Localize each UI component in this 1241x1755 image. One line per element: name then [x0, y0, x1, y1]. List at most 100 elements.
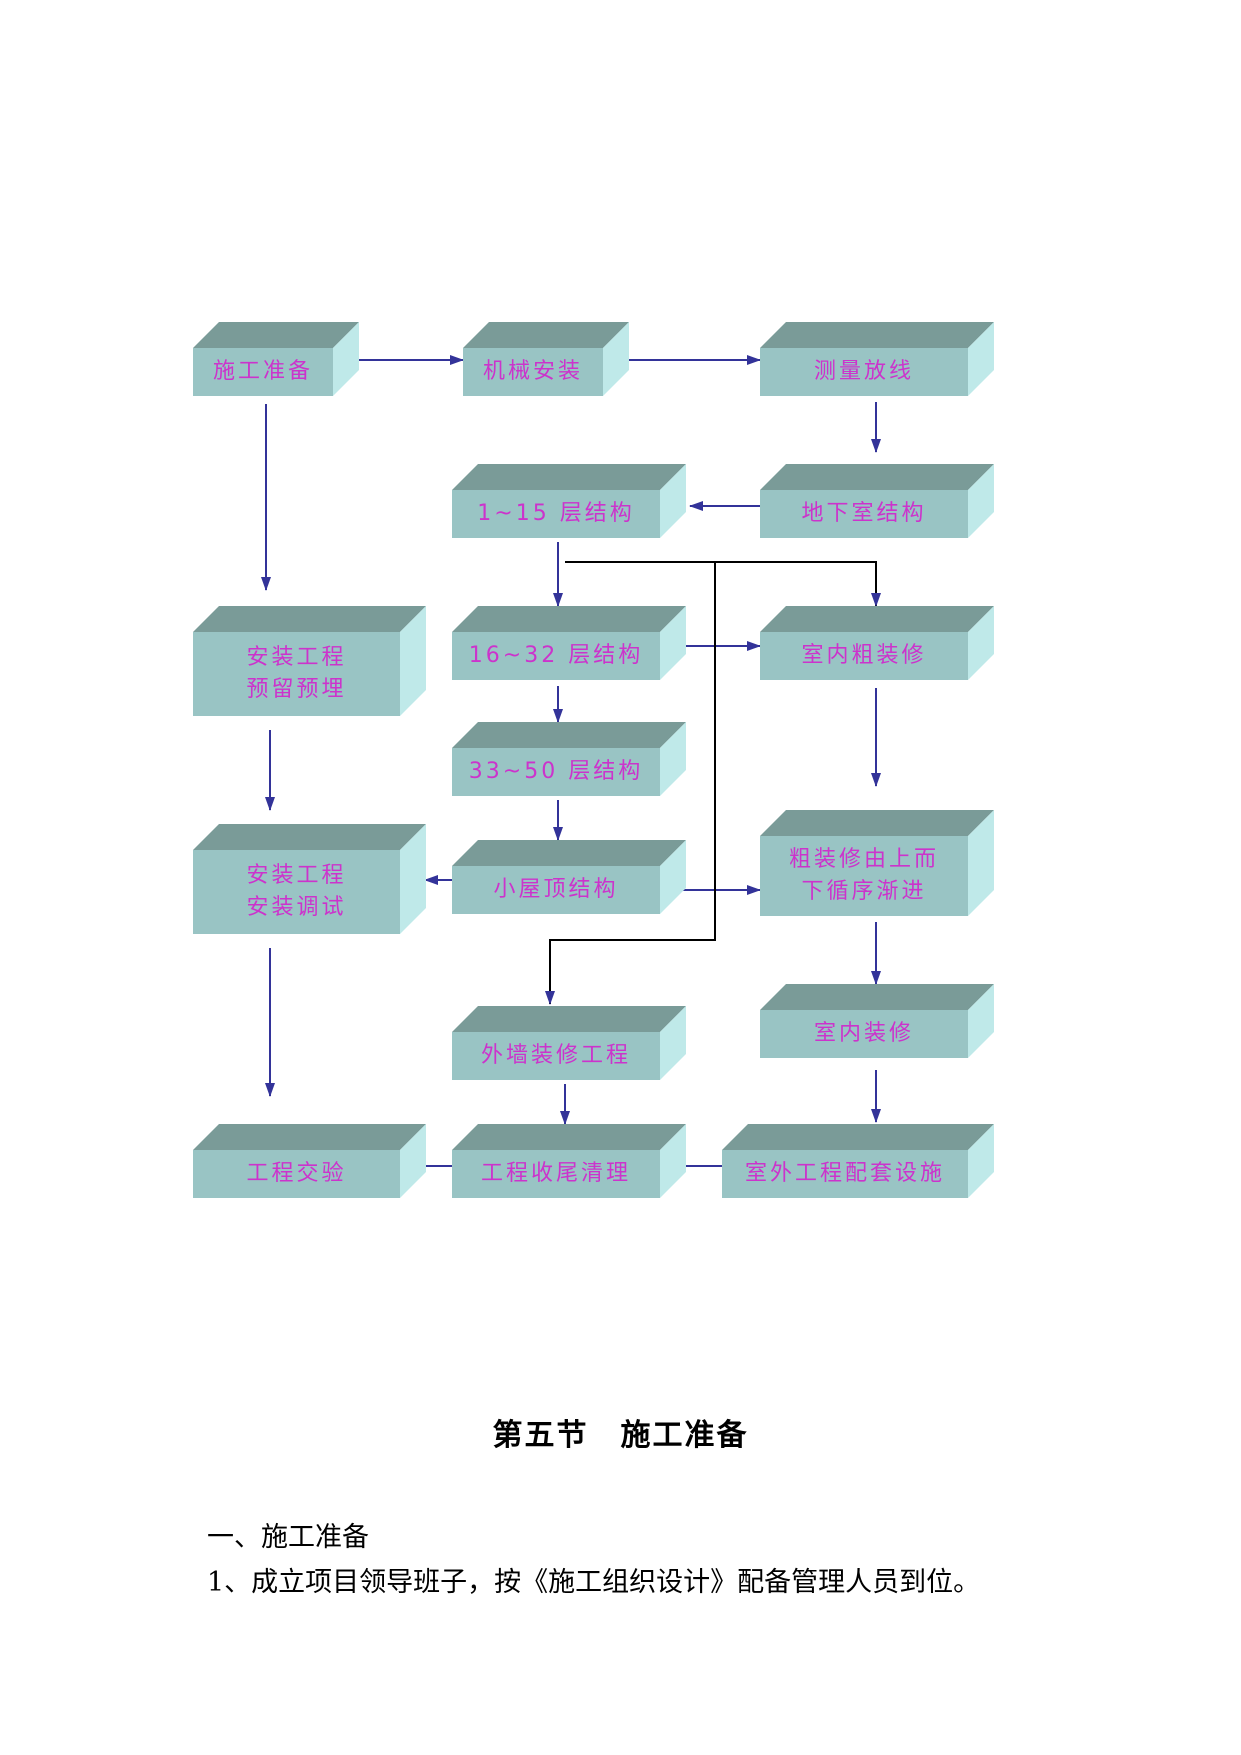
flow-box-side: [660, 606, 686, 680]
flow-box-label-line: 1~15 层结构: [477, 501, 635, 526]
flow-box-top: [193, 1124, 426, 1150]
flow-box-side: [400, 606, 426, 716]
flow-box-label-f16_32: 16~32 层结构: [452, 632, 660, 680]
flow-box-label-line: 室外工程配套设施: [744, 1161, 945, 1186]
flow-box-label-line: 安装调试: [246, 895, 347, 920]
flow-box-label-f33_50: 33~50 层结构: [452, 748, 660, 796]
flow-box-label-line: 室内粗装修: [801, 643, 927, 668]
flow-box-top: [760, 810, 994, 836]
flow-box-side: [603, 322, 629, 396]
flow-box-install_debug: [193, 824, 426, 934]
flow-box-top: [193, 322, 359, 348]
flow-box-side: [968, 464, 994, 538]
flow-box-survey: [760, 322, 994, 396]
paragraph-item: 1、成立项目领导班子，按《施工组织设计》配备管理人员到位。: [207, 1567, 981, 1598]
flow-box-label-line: 机械安装: [482, 359, 583, 384]
flow-box-side: [333, 322, 359, 396]
flow-box-front: [193, 850, 400, 934]
flow-box-top: [452, 464, 686, 490]
flow-box-machine: [463, 322, 629, 396]
flow-box-label-cleanup: 工程收尾清理: [452, 1150, 660, 1198]
flow-box-top: [760, 322, 994, 348]
flow-box-label-handover: 工程交验: [193, 1150, 400, 1198]
flow-box-top: [452, 1006, 686, 1032]
flow-box-label-line: 下循序渐进: [801, 879, 927, 904]
flow-box-front: [193, 632, 400, 716]
flow-box-front: [463, 348, 603, 396]
flow-connector: [545, 562, 716, 1005]
flow-box-prep: [193, 322, 359, 396]
flow-box-side: [660, 464, 686, 538]
flow-box-label-line: 施工准备: [212, 359, 313, 384]
section-title: 第五节 施工准备: [492, 1418, 749, 1453]
flow-box-front: [760, 1010, 968, 1058]
flow-box-top: [193, 606, 426, 632]
flow-box-label-line: 室内装修: [813, 1021, 914, 1046]
flow-box-label-basement: 地下室结构: [760, 490, 968, 538]
flow-box-label-line: 33~50 层结构: [468, 759, 644, 784]
flow-box-front: [193, 348, 333, 396]
flow-box-top: [452, 1124, 686, 1150]
flow-box-front: [760, 632, 968, 680]
flow-box-label-line: 安装工程: [246, 863, 347, 888]
flow-box-f16_32: [452, 606, 686, 680]
paragraph-heading: 一、施工准备: [207, 1522, 369, 1553]
flow-box-label-interior: 室内装修: [760, 1010, 968, 1058]
flow-box-label-line: 测量放线: [813, 359, 914, 384]
construction-flowchart: [193, 322, 994, 1198]
flow-box-front: [452, 866, 660, 914]
flow-box-label-install_reserve: 安装工程预留预埋: [193, 632, 400, 716]
flow-box-label-line: 工程收尾清理: [480, 1161, 631, 1186]
flow-box-label-exterior_wall: 外墙装修工程: [452, 1032, 660, 1080]
flow-box-side: [968, 1124, 994, 1198]
flow-box-label-f1_15: 1~15 层结构: [452, 490, 660, 538]
flow-box-label-machine: 机械安装: [463, 348, 603, 396]
flow-box-top: [452, 606, 686, 632]
flow-box-label-line: 地下室结构: [801, 501, 927, 526]
flow-box-side: [968, 984, 994, 1058]
flow-box-front: [760, 836, 968, 916]
flow-box-side: [660, 1124, 686, 1198]
flow-box-front: [722, 1150, 968, 1198]
flow-box-exterior_wall: [452, 1006, 686, 1080]
flow-box-label-rough_fit: 室内粗装修: [760, 632, 968, 680]
flow-box-top: [452, 722, 686, 748]
flow-box-side: [968, 606, 994, 680]
flow-box-rough_fit: [760, 606, 994, 680]
flow-box-install_reserve: [193, 606, 426, 716]
flow-box-rough_seq: [760, 810, 994, 916]
flow-box-f33_50: [452, 722, 686, 796]
flow-box-f1_15: [452, 464, 686, 538]
flow-box-front: [452, 490, 660, 538]
flow-box-label-prep: 施工准备: [193, 348, 333, 396]
flow-box-label-line: 粗装修由上而: [788, 847, 939, 872]
flow-box-side: [660, 1006, 686, 1080]
flow-box-top: [722, 1124, 994, 1150]
flow-box-label-line: 小屋顶结构: [493, 877, 619, 902]
flow-box-outdoor: [722, 1124, 994, 1198]
flow-box-side: [660, 840, 686, 914]
flow-box-front: [452, 1150, 660, 1198]
flow-box-top: [760, 464, 994, 490]
flow-box-top: [760, 984, 994, 1010]
flow-box-label-outdoor: 室外工程配套设施: [722, 1150, 968, 1198]
flow-box-side: [400, 824, 426, 934]
flow-box-front: [452, 748, 660, 796]
flow-box-roof: [452, 840, 686, 914]
flow-box-side: [400, 1124, 426, 1198]
flow-box-label-line: 16~32 层结构: [468, 643, 644, 668]
flow-box-label-line: 工程交验: [246, 1161, 347, 1186]
flow-box-label-line: 安装工程: [246, 645, 347, 670]
flow-box-label-survey: 测量放线: [760, 348, 968, 396]
flow-box-front: [452, 1032, 660, 1080]
flow-box-front: [760, 490, 968, 538]
flow-box-side: [660, 722, 686, 796]
flow-box-side: [968, 810, 994, 916]
flow-box-front: [760, 348, 968, 396]
flow-box-basement: [760, 464, 994, 538]
flow-connector: [565, 561, 881, 607]
flow-box-interior: [760, 984, 994, 1058]
flow-box-top: [463, 322, 629, 348]
flow-box-top: [760, 606, 994, 632]
flow-box-front: [452, 632, 660, 680]
